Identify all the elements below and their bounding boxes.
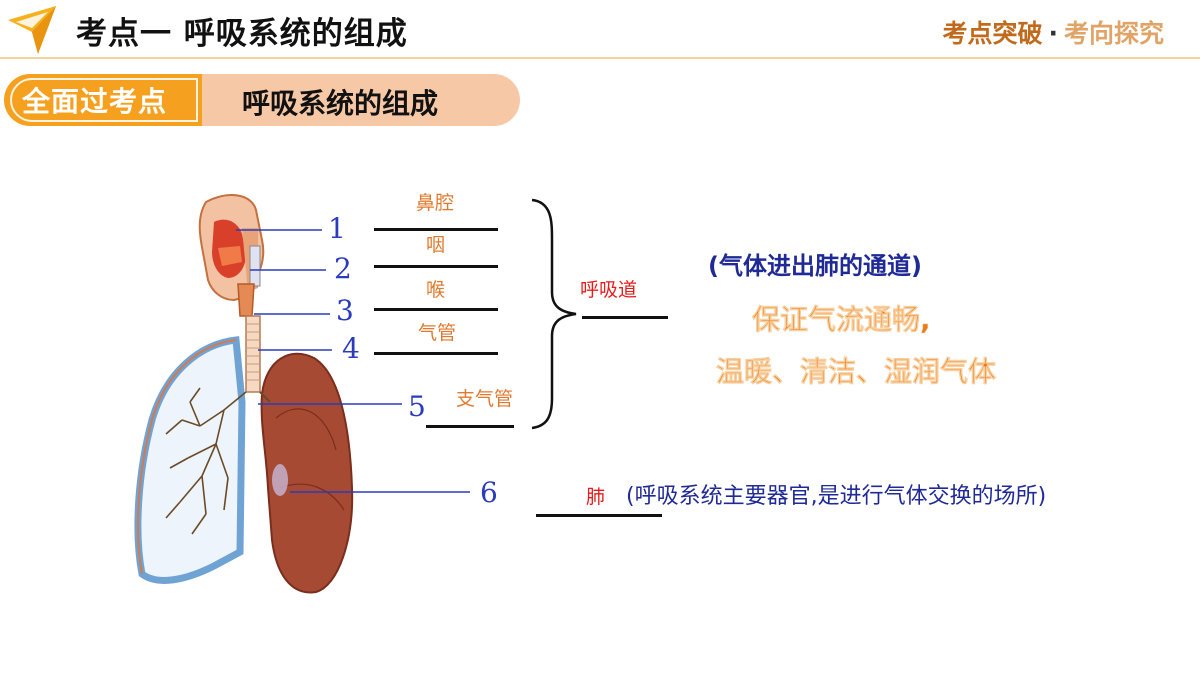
answer-line-3 [374, 308, 498, 311]
respiratory-system-illustration [134, 194, 354, 594]
label-nasal-cavity: 鼻腔 [416, 192, 455, 214]
number-5: 5 [408, 390, 426, 423]
section-secondary: 考向探究 [1063, 19, 1164, 48]
number-3: 3 [336, 294, 354, 327]
answer-line-5 [426, 425, 514, 428]
label-trachea: 气管 [418, 322, 457, 344]
header-bar: 考点一 呼吸系统的组成 考点突破·考向探究 [0, 0, 1200, 58]
tract-note: (气体进出肺的通道) [708, 252, 922, 280]
answer-line-tract [582, 316, 668, 319]
answer-line-4 [374, 352, 498, 355]
lung-note: (呼吸系统主要器官,是进行气体交换的场所) [626, 484, 1047, 509]
paper-plane-icon [8, 6, 56, 54]
tract-function-2: 温暖、清洁、湿润气体 [716, 355, 997, 389]
section-primary: 考点突破 [942, 19, 1043, 48]
badge-right: 呼吸系统的组成 [202, 74, 520, 126]
brace [531, 198, 577, 430]
page-title: 考点一 呼吸系统的组成 [76, 16, 408, 52]
tract-function-1: 保证气流通畅, [752, 303, 931, 337]
lung-label: 肺 [586, 486, 606, 508]
section-breadcrumb: 考点突破·考向探究 [942, 14, 1164, 50]
badge-left: 全面过考点 [4, 74, 202, 126]
label-larynx: 喉 [426, 279, 446, 301]
section-separator: · [1048, 19, 1058, 48]
answer-line-2 [374, 265, 498, 268]
badge-left-frame [10, 78, 198, 122]
number-1: 1 [328, 212, 346, 245]
badge-right-label: 呼吸系统的组成 [242, 87, 439, 120]
label-pharynx: 咽 [426, 234, 446, 256]
number-4: 4 [342, 332, 360, 365]
respiratory-tract-label: 呼吸道 [580, 279, 638, 301]
number-6: 6 [480, 476, 498, 509]
header-divider [0, 57, 1200, 59]
answer-line-1 [374, 228, 498, 231]
badge-left-label: 全面过考点 [22, 85, 168, 118]
number-2: 2 [334, 252, 352, 285]
label-bronchi: 支气管 [456, 388, 514, 410]
topic-badge: 全面过考点 呼吸系统的组成 [4, 74, 520, 126]
answer-line-lung [536, 514, 662, 517]
